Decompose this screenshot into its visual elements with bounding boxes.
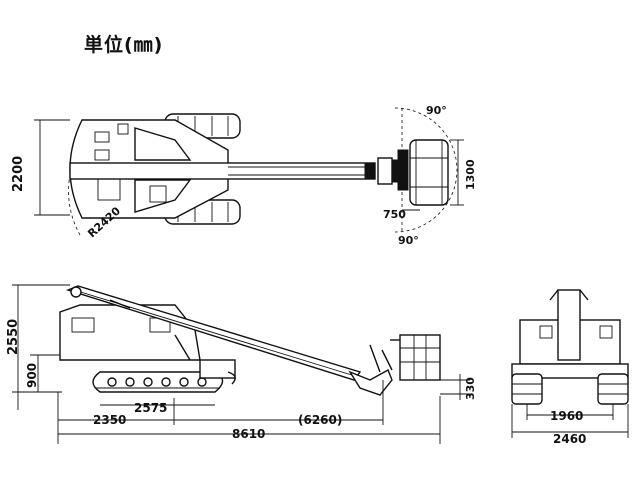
front-view: 1960 2460 (511, 289, 629, 446)
dim-boom-reach: (6260) (298, 413, 342, 427)
front-right-track (597, 373, 629, 405)
dim-total-length: 8610 (232, 427, 265, 441)
boom-top (69, 162, 376, 180)
front-left-track (511, 373, 543, 405)
dim-rear-to-pivot: 2350 (93, 413, 126, 427)
top-view: 2200 (11, 104, 477, 247)
dim-track-length: 2575 (134, 401, 167, 415)
side-view: 2550 900 (6, 284, 477, 444)
dim-side-low: 900 (25, 363, 39, 388)
side-body (59, 304, 201, 361)
angle-lower: 90° (398, 234, 419, 247)
basket-top (409, 139, 449, 206)
dim-basket-offset: 750 (383, 208, 406, 221)
swing-arc (394, 107, 458, 233)
dim-track-gauge: 1960 (550, 409, 583, 423)
front-boom (557, 289, 581, 361)
angle-upper: 90° (426, 104, 447, 117)
dim-basket-floor: 330 (464, 377, 477, 400)
unit-title: 単位(㎜) (84, 34, 164, 56)
dim-basket-width: 1300 (464, 159, 477, 190)
dim-top-width: 2200 (11, 156, 26, 192)
dim-overall-width: 2460 (553, 432, 586, 446)
dim-side-height: 2550 (6, 319, 21, 355)
basket-side (399, 334, 441, 381)
